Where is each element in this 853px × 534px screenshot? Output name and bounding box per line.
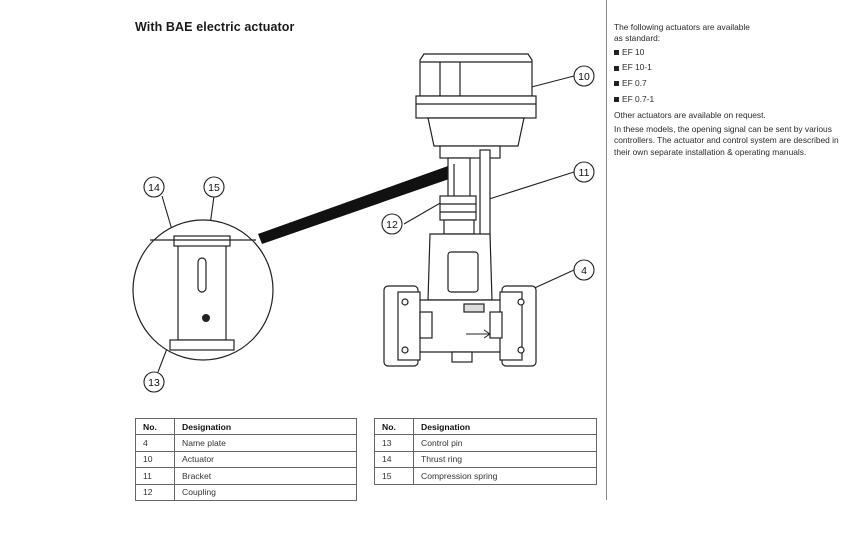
bullet-square-icon — [614, 49, 619, 55]
page-title: With BAE electric actuator — [135, 20, 295, 34]
column-header-no: No. — [135, 417, 175, 436]
table-header-row: No. Designation — [135, 417, 357, 436]
callout-15: 15 — [208, 182, 220, 194]
column-header-no: No. — [374, 417, 414, 436]
intro-line-1: The following actuators are available — [614, 22, 750, 32]
callout-14: 14 — [148, 182, 160, 194]
other-actuators-note: Other actuators are available on request… — [614, 109, 766, 120]
bullet-square-icon — [614, 81, 619, 87]
bullet-square-icon — [614, 97, 619, 103]
table-header-row: No. Designation — [374, 417, 597, 436]
valve-diagram: 10 11 12 4 14 15 13 — [132, 53, 595, 393]
callout-13: 13 — [148, 377, 160, 389]
list-item: EF 0.7-1 — [614, 94, 846, 105]
list-item: EF 10-1 — [614, 62, 846, 73]
column-header-designation: Designation — [413, 417, 597, 436]
callout-10: 10 — [578, 71, 590, 83]
bullet-square-icon — [614, 65, 619, 71]
callout-11: 11 — [579, 167, 590, 179]
actuator-info: The following actuators are available as… — [614, 22, 846, 158]
list-item: EF 10 — [614, 47, 846, 58]
description-line: their own separate installation & operat… — [614, 146, 807, 157]
column-divider — [606, 0, 607, 500]
description-line: controllers. The actuator and control sy… — [614, 135, 839, 146]
list-item: EF 0.7 — [614, 78, 846, 89]
callout-12: 12 — [386, 219, 398, 231]
actuator-list: EF 10 EF 10-1 EF 0.7 EF 0.7-1 — [614, 47, 846, 106]
callout-4: 4 — [581, 265, 587, 277]
intro-line-2: as standard: — [614, 33, 661, 44]
column-header-designation: Designation — [174, 417, 357, 436]
description-line: In these models, the opening signal can … — [614, 124, 832, 135]
